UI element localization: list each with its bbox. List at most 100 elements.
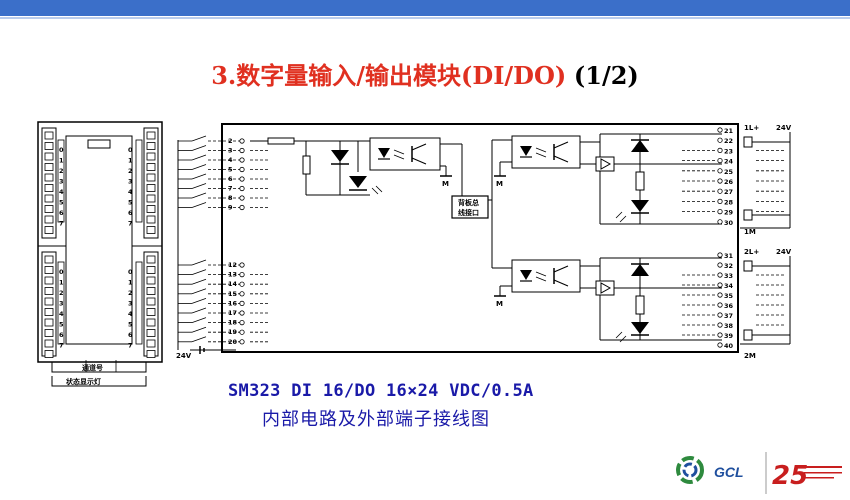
terminal-screw <box>44 131 54 140</box>
input-terminal <box>239 339 245 345</box>
input-pin-number: 12 <box>228 261 237 269</box>
terminal-screw <box>146 173 156 182</box>
input-switch <box>191 135 207 142</box>
gcl-brand-text: GCL <box>714 464 744 480</box>
output-terminal <box>717 219 723 225</box>
channel-row-label: 4 <box>128 310 133 318</box>
terminal-screw <box>44 184 54 192</box>
terminal-screw <box>146 194 156 203</box>
output-pin-number: 23 <box>724 147 733 155</box>
output-terminal <box>717 209 723 215</box>
ground-m-label-1: M <box>442 180 449 188</box>
terminal-screw <box>44 152 54 161</box>
output-pin-number: 25 <box>724 168 734 176</box>
output-pin-number: 30 <box>724 219 734 227</box>
input-terminal <box>239 319 245 326</box>
input-terminal <box>239 271 245 278</box>
input-pin-number: 14 <box>228 280 238 288</box>
output-terminal <box>717 127 723 133</box>
input-pin-number: 7 <box>228 185 233 193</box>
channel-row-label: 5 <box>128 321 133 329</box>
slide-title: 3.数字量输入/输出模块(DI/DO) (1/2) <box>0 56 850 91</box>
input-terminal <box>239 195 245 201</box>
top-accent-line <box>0 17 850 19</box>
channel-row-label: 7 <box>59 220 64 228</box>
input-switch <box>191 269 207 275</box>
caption-line-2: 内部电路及外部端子接线图 <box>262 409 490 430</box>
supply-2m-label: 2M <box>744 352 756 360</box>
channel-row-label: 6 <box>59 331 64 339</box>
output-terminal <box>717 322 723 328</box>
channel-row-label: 6 <box>128 331 133 339</box>
channel-row-label: 1 <box>59 157 64 165</box>
input-pin-number: 9 <box>228 204 233 212</box>
channel-row-label: 3 <box>59 300 64 308</box>
terminal-screw <box>44 329 54 337</box>
input-pin-number: 18 <box>228 319 238 327</box>
status-led-label: 状态显示灯 <box>66 377 101 386</box>
terminal-screw <box>44 215 54 224</box>
output-terminal <box>717 147 723 153</box>
terminal-screw <box>146 308 156 316</box>
output-pin-number: 32 <box>724 262 733 270</box>
input-pin-number: 5 <box>228 166 233 174</box>
input-pin-number: 2 <box>228 137 233 145</box>
channel-row-label: 1 <box>128 157 133 165</box>
output-pin-number: 39 <box>724 332 734 340</box>
output-terminal <box>717 272 723 278</box>
input-switch <box>191 202 207 208</box>
input-terminal <box>239 185 245 192</box>
terminal-screw <box>44 287 54 295</box>
terminal-screw <box>146 339 156 348</box>
channel-row-label: 0 <box>59 268 64 276</box>
channel-row-label: 5 <box>128 199 133 207</box>
input-switch <box>191 317 207 323</box>
ground-m-label-3: M <box>496 300 503 308</box>
output-terminal <box>717 168 723 174</box>
output-pin-number: 36 <box>724 302 734 310</box>
input-switch <box>191 145 207 151</box>
supply-1m-label: 1M <box>744 228 756 236</box>
channel-row-label: 4 <box>59 188 64 196</box>
channel-row-label: 0 <box>59 146 64 154</box>
input-switch <box>191 288 207 295</box>
input-pin-number: 6 <box>228 175 233 183</box>
gcl-logo: 25 <box>676 452 842 494</box>
terminal-screw <box>146 350 156 358</box>
slide-title-page: (1/2) <box>573 61 639 90</box>
top-accent-bar <box>0 0 850 16</box>
input-pin-number: 4 <box>228 156 233 164</box>
output-pin-number: 29 <box>724 209 734 217</box>
input-pin-number: 20 <box>228 338 238 346</box>
terminal-screw <box>146 318 156 327</box>
bus-interface-label-2: 线接口 <box>458 208 479 217</box>
terminal-screw <box>146 152 156 161</box>
input-switch <box>191 326 207 333</box>
channel-row-label: 2 <box>128 167 133 175</box>
terminal-screw <box>146 131 156 140</box>
output-terminal <box>717 292 723 298</box>
terminal-screw <box>44 350 54 358</box>
input-switch <box>191 259 207 266</box>
channel-row-label: 3 <box>128 300 133 308</box>
terminal-screw <box>44 297 54 306</box>
channel-row-label: 2 <box>59 167 64 175</box>
input-pin-number: 17 <box>228 309 237 317</box>
terminal-screw <box>146 226 156 234</box>
input-terminal <box>239 310 245 316</box>
caption-line-1: SM323 DI 16/DO 16×24 VDC/0.5A <box>228 381 534 401</box>
output-terminal <box>717 302 723 308</box>
input-switch <box>191 336 207 343</box>
input-terminal <box>239 204 245 211</box>
channel-row-label: 5 <box>59 199 64 207</box>
output-terminal <box>717 178 723 184</box>
output-pin-number: 28 <box>724 198 734 206</box>
input-pin-number: 3 <box>228 147 233 155</box>
supply-24v-label-2: 24V <box>776 248 792 256</box>
terminal-screw <box>146 184 156 192</box>
output-pin-number: 24 <box>724 158 734 166</box>
channel-row-label: 3 <box>128 178 133 186</box>
channel-row-label: 4 <box>128 188 133 196</box>
supply-24v-label-1: 24V <box>776 124 792 132</box>
supply-2l-label: 2L+ <box>744 248 759 256</box>
